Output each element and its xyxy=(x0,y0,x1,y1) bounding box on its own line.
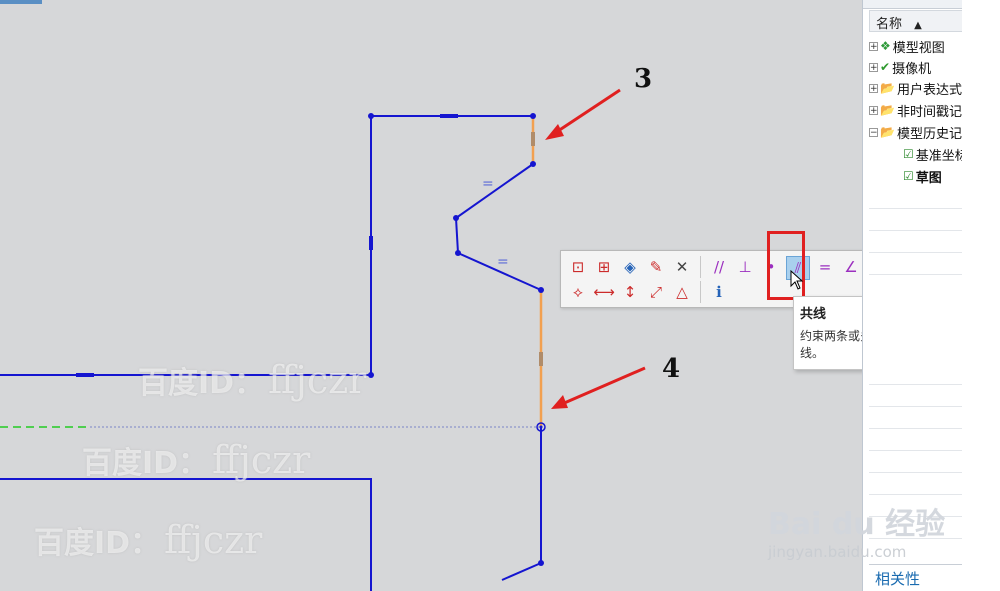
collapse-icon[interactable]: − xyxy=(869,127,878,138)
column-header-name[interactable]: 名称 ▲ xyxy=(869,10,963,32)
baidu-jingyan-watermark: Bai du 经验 jingyan.baidu.com xyxy=(768,507,946,561)
delete-icon[interactable]: ✕ xyxy=(675,257,689,276)
panel-title-bar xyxy=(863,0,963,9)
vertex[interactable] xyxy=(368,372,374,378)
row-divider xyxy=(869,472,963,473)
dimension-display-icon[interactable]: ⊞ xyxy=(597,257,611,276)
profile-bottom[interactable] xyxy=(0,478,372,591)
sketch-geometry[interactable]: = = xyxy=(0,0,862,591)
expand-icon[interactable]: + xyxy=(869,41,878,52)
vertex[interactable] xyxy=(368,113,374,119)
arrow-to-line-3 xyxy=(545,88,621,140)
vertex[interactable] xyxy=(538,560,544,566)
profile-notch[interactable] xyxy=(454,163,542,291)
equal-constraint-mark: = xyxy=(482,176,494,192)
angular-dimension-icon[interactable]: △ xyxy=(676,282,688,301)
vertex[interactable] xyxy=(453,215,459,221)
folder-icon: 📂 xyxy=(880,125,895,139)
parallel-icon[interactable]: // xyxy=(713,257,725,276)
vertex[interactable] xyxy=(536,422,546,432)
info-icon[interactable]: ℹ xyxy=(716,282,722,301)
checkbox-icon[interactable]: ☑ xyxy=(903,147,914,161)
row-divider xyxy=(869,230,963,231)
vertex[interactable] xyxy=(530,161,536,167)
row-divider xyxy=(869,208,963,209)
toolbar-separator xyxy=(700,281,701,303)
checkbox-icon[interactable]: ☑ xyxy=(903,169,914,183)
row-divider xyxy=(869,516,963,517)
vertex[interactable] xyxy=(538,287,544,293)
folder-icon: 📂 xyxy=(880,103,895,117)
callout-3: 3 xyxy=(634,64,653,94)
dependencies-panel-toggle[interactable]: 相关性 xyxy=(869,564,963,591)
callout-4: 4 xyxy=(662,354,681,384)
expand-icon[interactable]: + xyxy=(869,62,878,73)
model-view-icon: ❖ xyxy=(880,39,891,53)
tree-item-unused-items[interactable]: + 📂 非时间戳记 xyxy=(869,103,962,120)
tree-item-user-expressions[interactable]: + 📂 用户表达式 xyxy=(869,81,962,98)
toolbar-separator xyxy=(700,256,701,278)
horizontal-constraint-mark xyxy=(440,114,458,118)
tree-item-cameras[interactable]: + ✔ 摄像机 xyxy=(869,60,932,77)
coincident-icon[interactable]: • xyxy=(766,257,776,276)
relation-icon[interactable]: ◈ xyxy=(624,257,636,276)
palette-icon[interactable]: ✎ xyxy=(649,257,663,276)
row-divider xyxy=(869,274,963,275)
row-divider xyxy=(869,428,963,429)
horizontal-dimension-icon[interactable]: ⟷ xyxy=(593,282,615,301)
constraint-toolbar: ⊡ ⊞ ◈ ✎ ✕ // ⊥ • ⫽ = ∠ ↔ ⤵ ⟡ ⟷ ↕ ⤢ △ ℹ xyxy=(560,250,911,308)
perpendicular-icon[interactable]: ⊥ xyxy=(738,257,752,276)
row-divider xyxy=(869,384,963,385)
collinear-highlight-box xyxy=(767,231,805,300)
vertex[interactable] xyxy=(539,425,543,429)
equal-constraint-mark: = xyxy=(497,254,509,270)
tree-item-sketch[interactable]: ☑ 草图 xyxy=(903,169,942,186)
part-navigator-panel: 名称 ▲ + ❖ 模型视图 + ✔ 摄像机 + 📂 用户表达式 + 📂 非时间戳… xyxy=(862,0,963,591)
collinear-icon[interactable]: ⫽ xyxy=(786,256,810,280)
vertical-dimension-icon[interactable]: ↕ xyxy=(623,282,637,301)
row-divider xyxy=(869,406,963,407)
tree-item-model-views[interactable]: + ❖ 模型视图 xyxy=(869,39,945,56)
watermark: 百度ID：ffjczr xyxy=(138,358,367,402)
camera-icon: ✔ xyxy=(880,60,891,74)
angle-icon[interactable]: ∠ xyxy=(844,257,858,276)
row-divider xyxy=(869,252,963,253)
profile-lower[interactable] xyxy=(501,427,542,581)
row-divider xyxy=(869,538,963,539)
arrow-to-line-4 xyxy=(551,366,646,409)
vertical-constraint-mark xyxy=(531,132,535,146)
mouse-cursor-icon xyxy=(790,270,804,290)
watermark: 百度ID：ffjczr xyxy=(34,518,263,562)
expand-icon[interactable]: + xyxy=(869,83,878,94)
vertical-constraint-mark xyxy=(369,236,373,250)
profile-upper[interactable] xyxy=(0,115,533,376)
aligned-dimension-icon[interactable]: ⤢ xyxy=(649,282,662,301)
tooltip-title: 共线 xyxy=(800,307,827,322)
horizontal-constraint-mark xyxy=(76,373,94,377)
canvas-tab-indicator xyxy=(0,0,42,4)
expand-icon[interactable]: + xyxy=(869,105,878,116)
page-margin xyxy=(962,0,1000,591)
watermark: 百度ID：ffjczr xyxy=(82,438,311,482)
folder-icon: 📂 xyxy=(880,81,895,95)
sort-ascending-icon[interactable]: ▲ xyxy=(914,20,922,31)
row-divider xyxy=(869,494,963,495)
constraint-display-icon[interactable]: ⊡ xyxy=(571,257,585,276)
symmetric-icon[interactable]: ⟡ xyxy=(573,282,583,301)
vertex[interactable] xyxy=(455,250,461,256)
tree-item-model-history[interactable]: − 📂 模型历史记录 xyxy=(869,125,963,142)
equal-icon[interactable]: = xyxy=(818,257,832,276)
row-divider xyxy=(869,450,963,451)
vertical-constraint-mark xyxy=(539,352,543,366)
vertex[interactable] xyxy=(530,113,536,119)
tree-item-datum-csys[interactable]: ☑ 基准坐标系 xyxy=(903,147,963,164)
